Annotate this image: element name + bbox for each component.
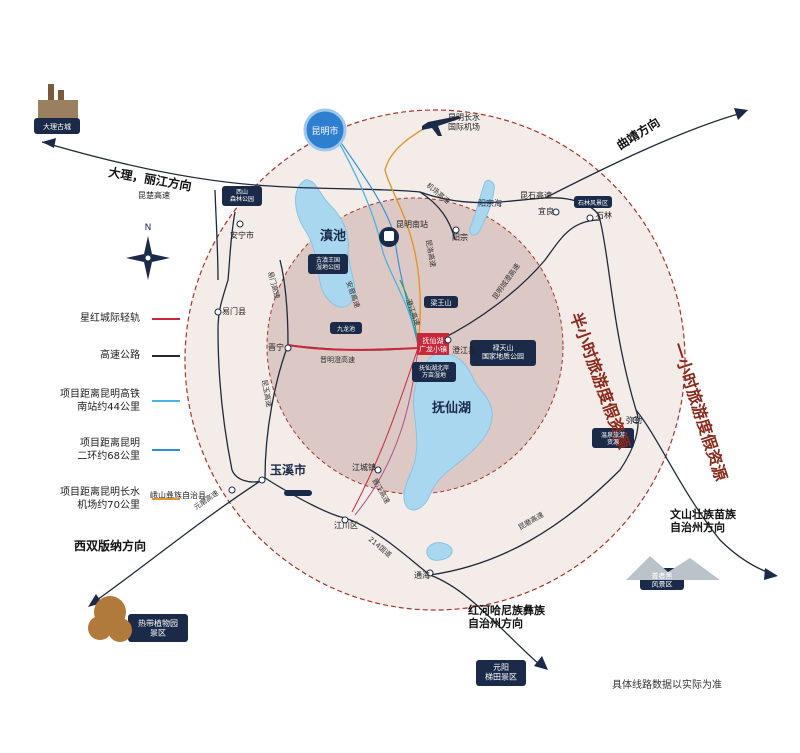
legend-line-airport <box>152 498 180 500</box>
kunshi-highway-label: 昆石高速 <box>520 190 552 200</box>
yuxi-label: 玉溪市 <box>270 462 306 477</box>
disclaimer-note: 具体线路数据以实际为准 <box>612 680 722 691</box>
badge-shilin <box>574 196 612 208</box>
yuanyang-label: 元阳梯田景区 <box>485 663 517 682</box>
legend-item-airport: 项目距离昆明长水 机场约70公里 <box>30 487 180 533</box>
badge-yuanyang <box>476 660 526 686</box>
tropical-tree-illustration <box>88 596 132 642</box>
badge-xishan <box>222 186 262 206</box>
badge-dali <box>34 118 80 134</box>
badge-jiulongchi <box>330 322 362 334</box>
yangzong-label: 阳宗 <box>452 232 468 242</box>
dali-direction: 大理，丽江方向 <box>107 164 192 193</box>
xingyun-lake <box>426 542 453 561</box>
legend-item-ring2: 项目距离昆明 二环约68公里 <box>30 438 180 488</box>
dali-town-label: 大理古城 <box>43 122 71 131</box>
anning-label: 安宁市 <box>230 230 254 240</box>
ancient-dian-label: 古滇王国湿地公园 <box>316 256 340 271</box>
badge-liangwang <box>424 296 458 308</box>
legend-item-highway: 高速公路 <box>30 350 180 398</box>
xishan-label: 西山森林公园 <box>230 188 254 203</box>
yimen-label: 易门县 <box>222 306 246 316</box>
shilin-scenic-label: 石林风景区 <box>578 199 608 207</box>
qujing-direction: 曲靖方向 <box>614 114 663 152</box>
yiliang-label: 宜良 <box>538 206 554 216</box>
badge-tropical <box>128 614 188 642</box>
legend-line-ring2 <box>152 449 180 451</box>
road-jinchengming: 晋明澄高速 <box>320 355 355 364</box>
jiulongchi-label: 九龙池 <box>337 325 355 333</box>
fuxian-lake-label: 抚仙湖 <box>432 400 471 416</box>
town-dots <box>214 208 640 577</box>
puzhehei-mountains-illustration <box>626 556 720 580</box>
fuxian-lake <box>403 352 493 511</box>
dianchi-label: 滇池 <box>320 228 346 244</box>
legend: 星红城际轻轨 高速公路 项目距离昆明高铁 南站约44公里 项目距离昆明 二环约6… <box>30 308 180 533</box>
yangzonghai-lake <box>469 179 495 236</box>
mile-label: 弥勒 <box>626 415 642 425</box>
jinning-label: 晋宁 <box>268 342 284 352</box>
arrowheads <box>42 108 778 670</box>
kunming-label: 昆明市 <box>311 125 338 137</box>
project-marker[interactable] <box>417 333 449 355</box>
honghe-direction: 红河哈尼族彝族自治州方向 <box>468 603 546 630</box>
shilin-label: 石林 <box>596 210 612 220</box>
puzhehei-label: 普者黑风景区 <box>652 571 673 588</box>
airport-label: 昆明长水国际机场 <box>448 112 480 132</box>
badge-lutian <box>470 340 536 366</box>
wenshan-direction: 文山壮族苗族自治州方向 <box>670 507 737 534</box>
airport-line <box>384 119 441 346</box>
badge-hotspring <box>592 428 634 448</box>
hotspring-label: 温泉旅游资源 <box>601 431 625 446</box>
compass-north: N <box>145 223 152 233</box>
legend-line-hsr <box>152 400 180 402</box>
light-rail-line <box>287 344 419 351</box>
tonghai-label: 通海 <box>414 570 430 580</box>
dianchi-lake <box>295 179 356 308</box>
project-label: 抚仙湖广龙小镇 <box>419 336 447 353</box>
kunming-south-label: 昆明南站 <box>396 219 428 229</box>
badge-ancient-dian <box>308 254 348 274</box>
chuxiong-highway-label: 昆楚高速 <box>138 190 170 200</box>
badge-fuxian-north <box>412 362 456 382</box>
legend-line-light-rail <box>152 318 180 320</box>
liangwangshan-label: 梁王山 <box>431 298 452 307</box>
badges <box>34 118 684 686</box>
legend-item-hsr: 项目距离昆明高铁 南站约44公里 <box>30 389 180 443</box>
fuxian-north-label: 抚仙湖北岸万亩湿地 <box>419 364 449 379</box>
jiangchuan-label: 江川区 <box>334 521 358 530</box>
chengjiang-label: 澄江县 <box>452 345 476 355</box>
highways <box>41 111 776 666</box>
legend-line-highway <box>152 355 180 357</box>
tropical-label: 热带植物园景区 <box>138 618 178 638</box>
legend-item-light-rail: 星红城际轻轨 <box>30 308 180 353</box>
yangzonghai-label: 阳宗海 <box>478 198 502 208</box>
lutian-label: 禄天山国家地质公园 <box>482 343 524 360</box>
eshan-label: 峨山彝族自治县 <box>150 490 206 500</box>
jiangcheng-label: 江城镇 <box>352 462 376 472</box>
dali-pagoda-illustration <box>38 84 78 118</box>
train-illustration <box>284 490 312 496</box>
xishuangbanna-direction: 西双版纳方向 <box>74 538 146 553</box>
kunming-marker[interactable] <box>303 108 347 152</box>
airplane-icon <box>422 116 462 136</box>
compass-icon <box>126 236 170 280</box>
light-rail-south <box>351 347 419 513</box>
